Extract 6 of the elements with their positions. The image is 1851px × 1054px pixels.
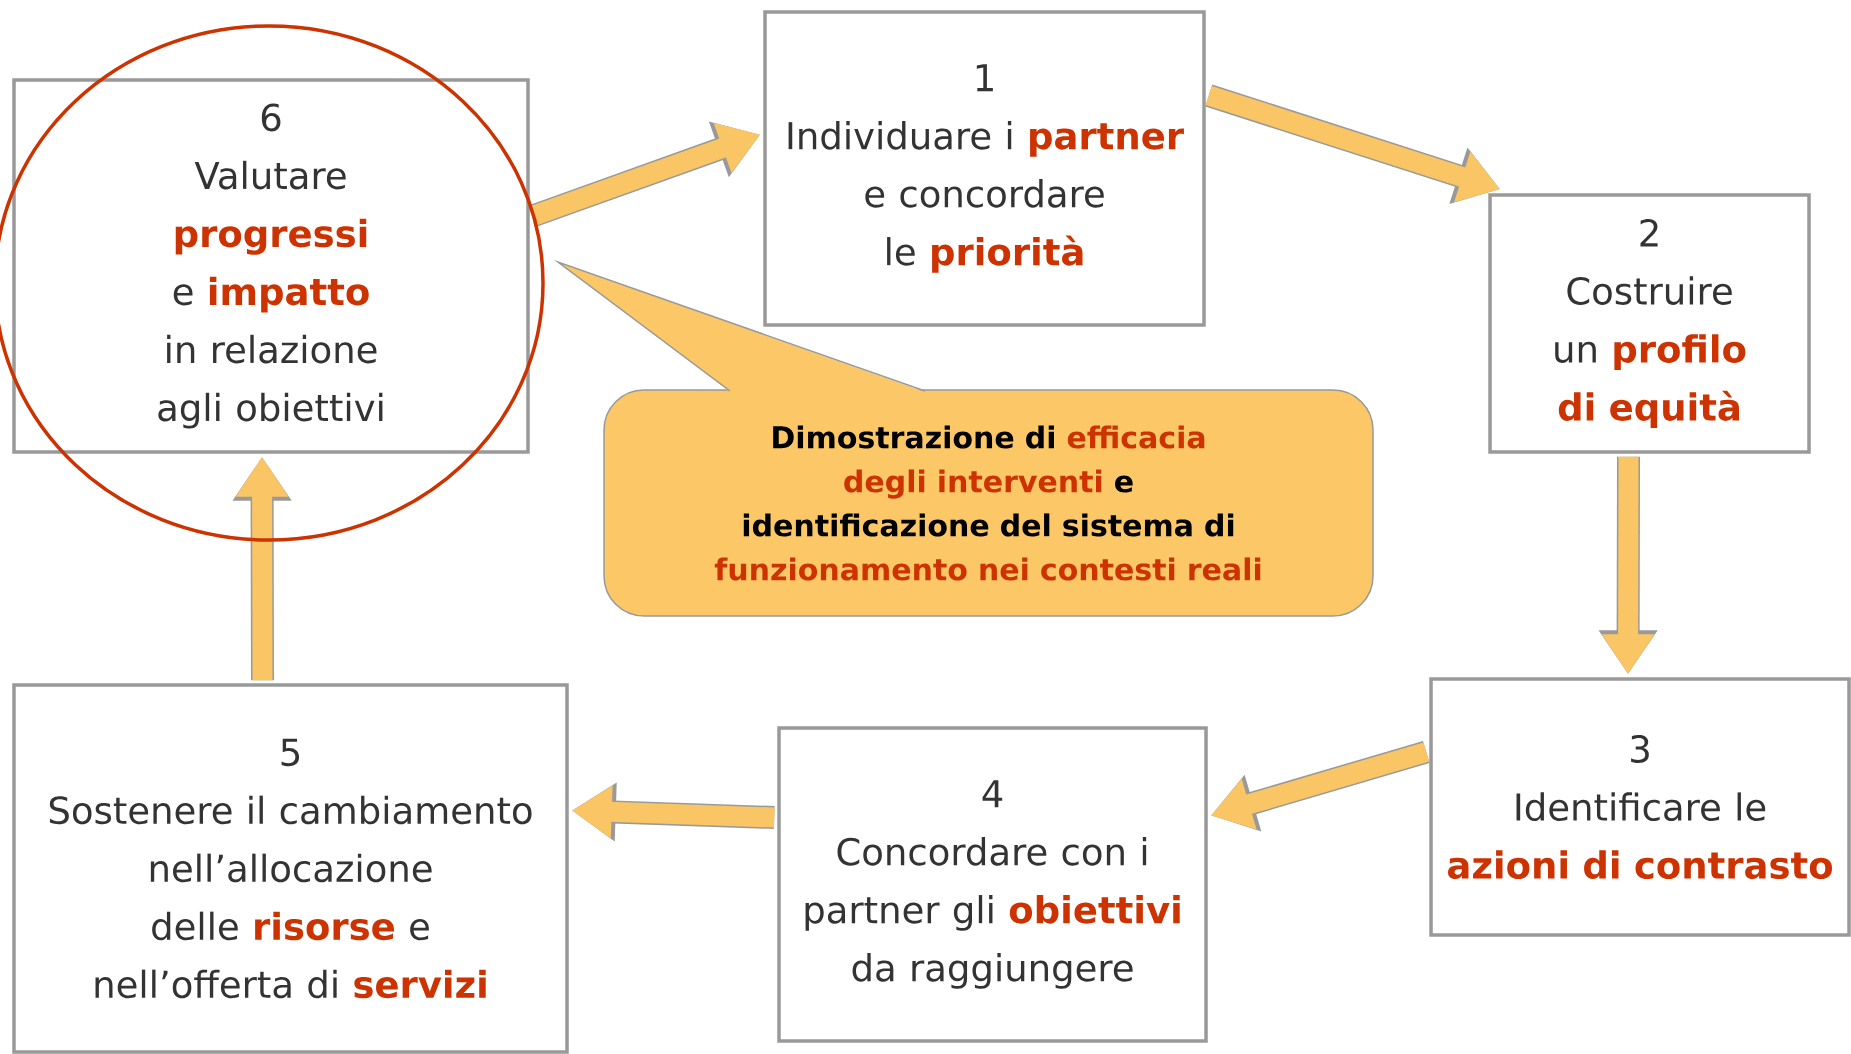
step-box: 4 Concordare con i partner gli obiettivi da raggiungere — [777, 726, 1208, 1043]
step-box: 3 Identificare le azioni di contrasto — [1429, 677, 1851, 937]
step-box: 1 Individuare i partner e concordare le priorità — [763, 10, 1206, 327]
step-box: 5 Sostenere il cambiamento nell’allocazione delle risorse e nell’offerta di servizi — [12, 683, 569, 1054]
step-box: 2 Costruire un profilo di equità — [1488, 193, 1811, 454]
step-box: 6 Valutare progressi e impatto in relazione agli obiettivi — [12, 78, 530, 454]
